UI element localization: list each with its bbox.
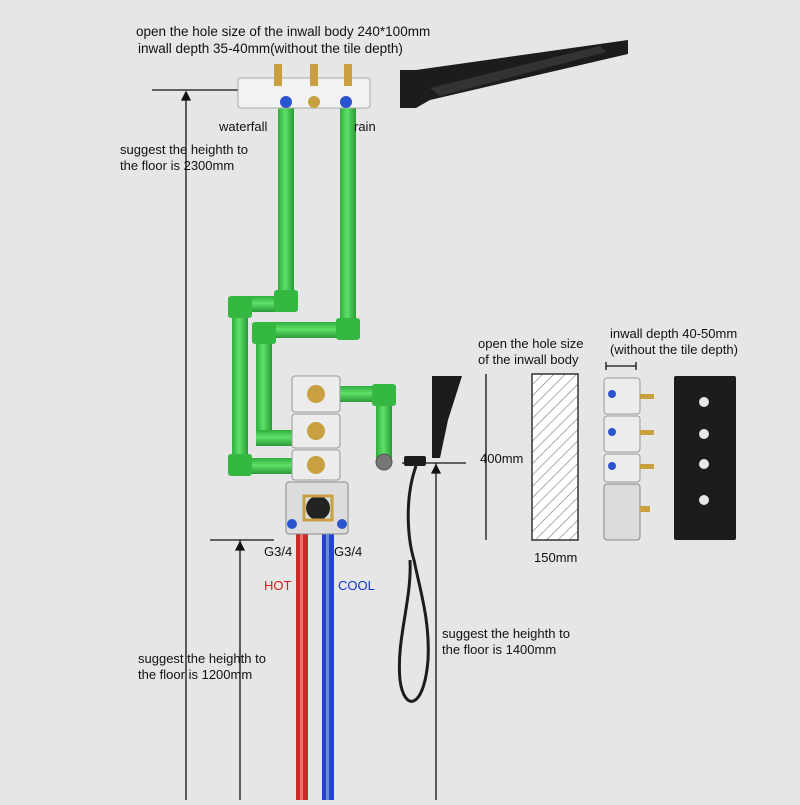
rain-shower-head-icon bbox=[400, 40, 628, 108]
waterfall-label: waterfall bbox=[219, 119, 268, 134]
g34-right-label: G3/4 bbox=[334, 544, 363, 559]
height-1200-line2: the floor is 1200mm bbox=[138, 667, 253, 682]
hot-label: HOT bbox=[264, 578, 292, 593]
control-panel-icon bbox=[674, 376, 736, 540]
inwall-depth-side-line1: inwall depth 40-50mm bbox=[610, 326, 738, 341]
hole-size-line2: of the inwall body bbox=[478, 352, 579, 367]
dim-400-label: 400mm bbox=[480, 451, 524, 466]
top-diverter-body bbox=[237, 64, 371, 109]
rain-label: rain bbox=[354, 119, 376, 134]
g34-left-label: G3/4 bbox=[264, 544, 293, 559]
hand-shower-icon bbox=[397, 376, 462, 703]
mixing-valve-icon bbox=[285, 375, 349, 535]
height-1200-line1: suggest the heighth to bbox=[138, 651, 266, 666]
side-valve-body bbox=[603, 377, 654, 541]
wall-opening-hatch bbox=[531, 373, 579, 541]
height-1400-line2: the floor is 1400mm bbox=[442, 642, 557, 657]
height-2300-line1: suggest the heighth to bbox=[120, 142, 248, 157]
green-pipes bbox=[228, 108, 396, 476]
inwall-hole-label: open the hole size of the inwall body 24… bbox=[136, 24, 431, 39]
height-1400-line1: suggest the heighth to bbox=[442, 626, 570, 641]
supply-pipes bbox=[296, 530, 334, 800]
cool-label: COOL bbox=[338, 578, 375, 593]
inwall-depth-top-label: inwall depth 35-40mm(without the tile de… bbox=[138, 41, 403, 56]
hole-size-line1: open the hole size bbox=[478, 336, 584, 351]
dim-150-label: 150mm bbox=[534, 550, 578, 565]
dimension-lines bbox=[152, 89, 637, 800]
height-2300-line2: the floor is 2300mm bbox=[120, 158, 235, 173]
inwall-depth-side-line2: (without the tile depth) bbox=[610, 342, 738, 357]
